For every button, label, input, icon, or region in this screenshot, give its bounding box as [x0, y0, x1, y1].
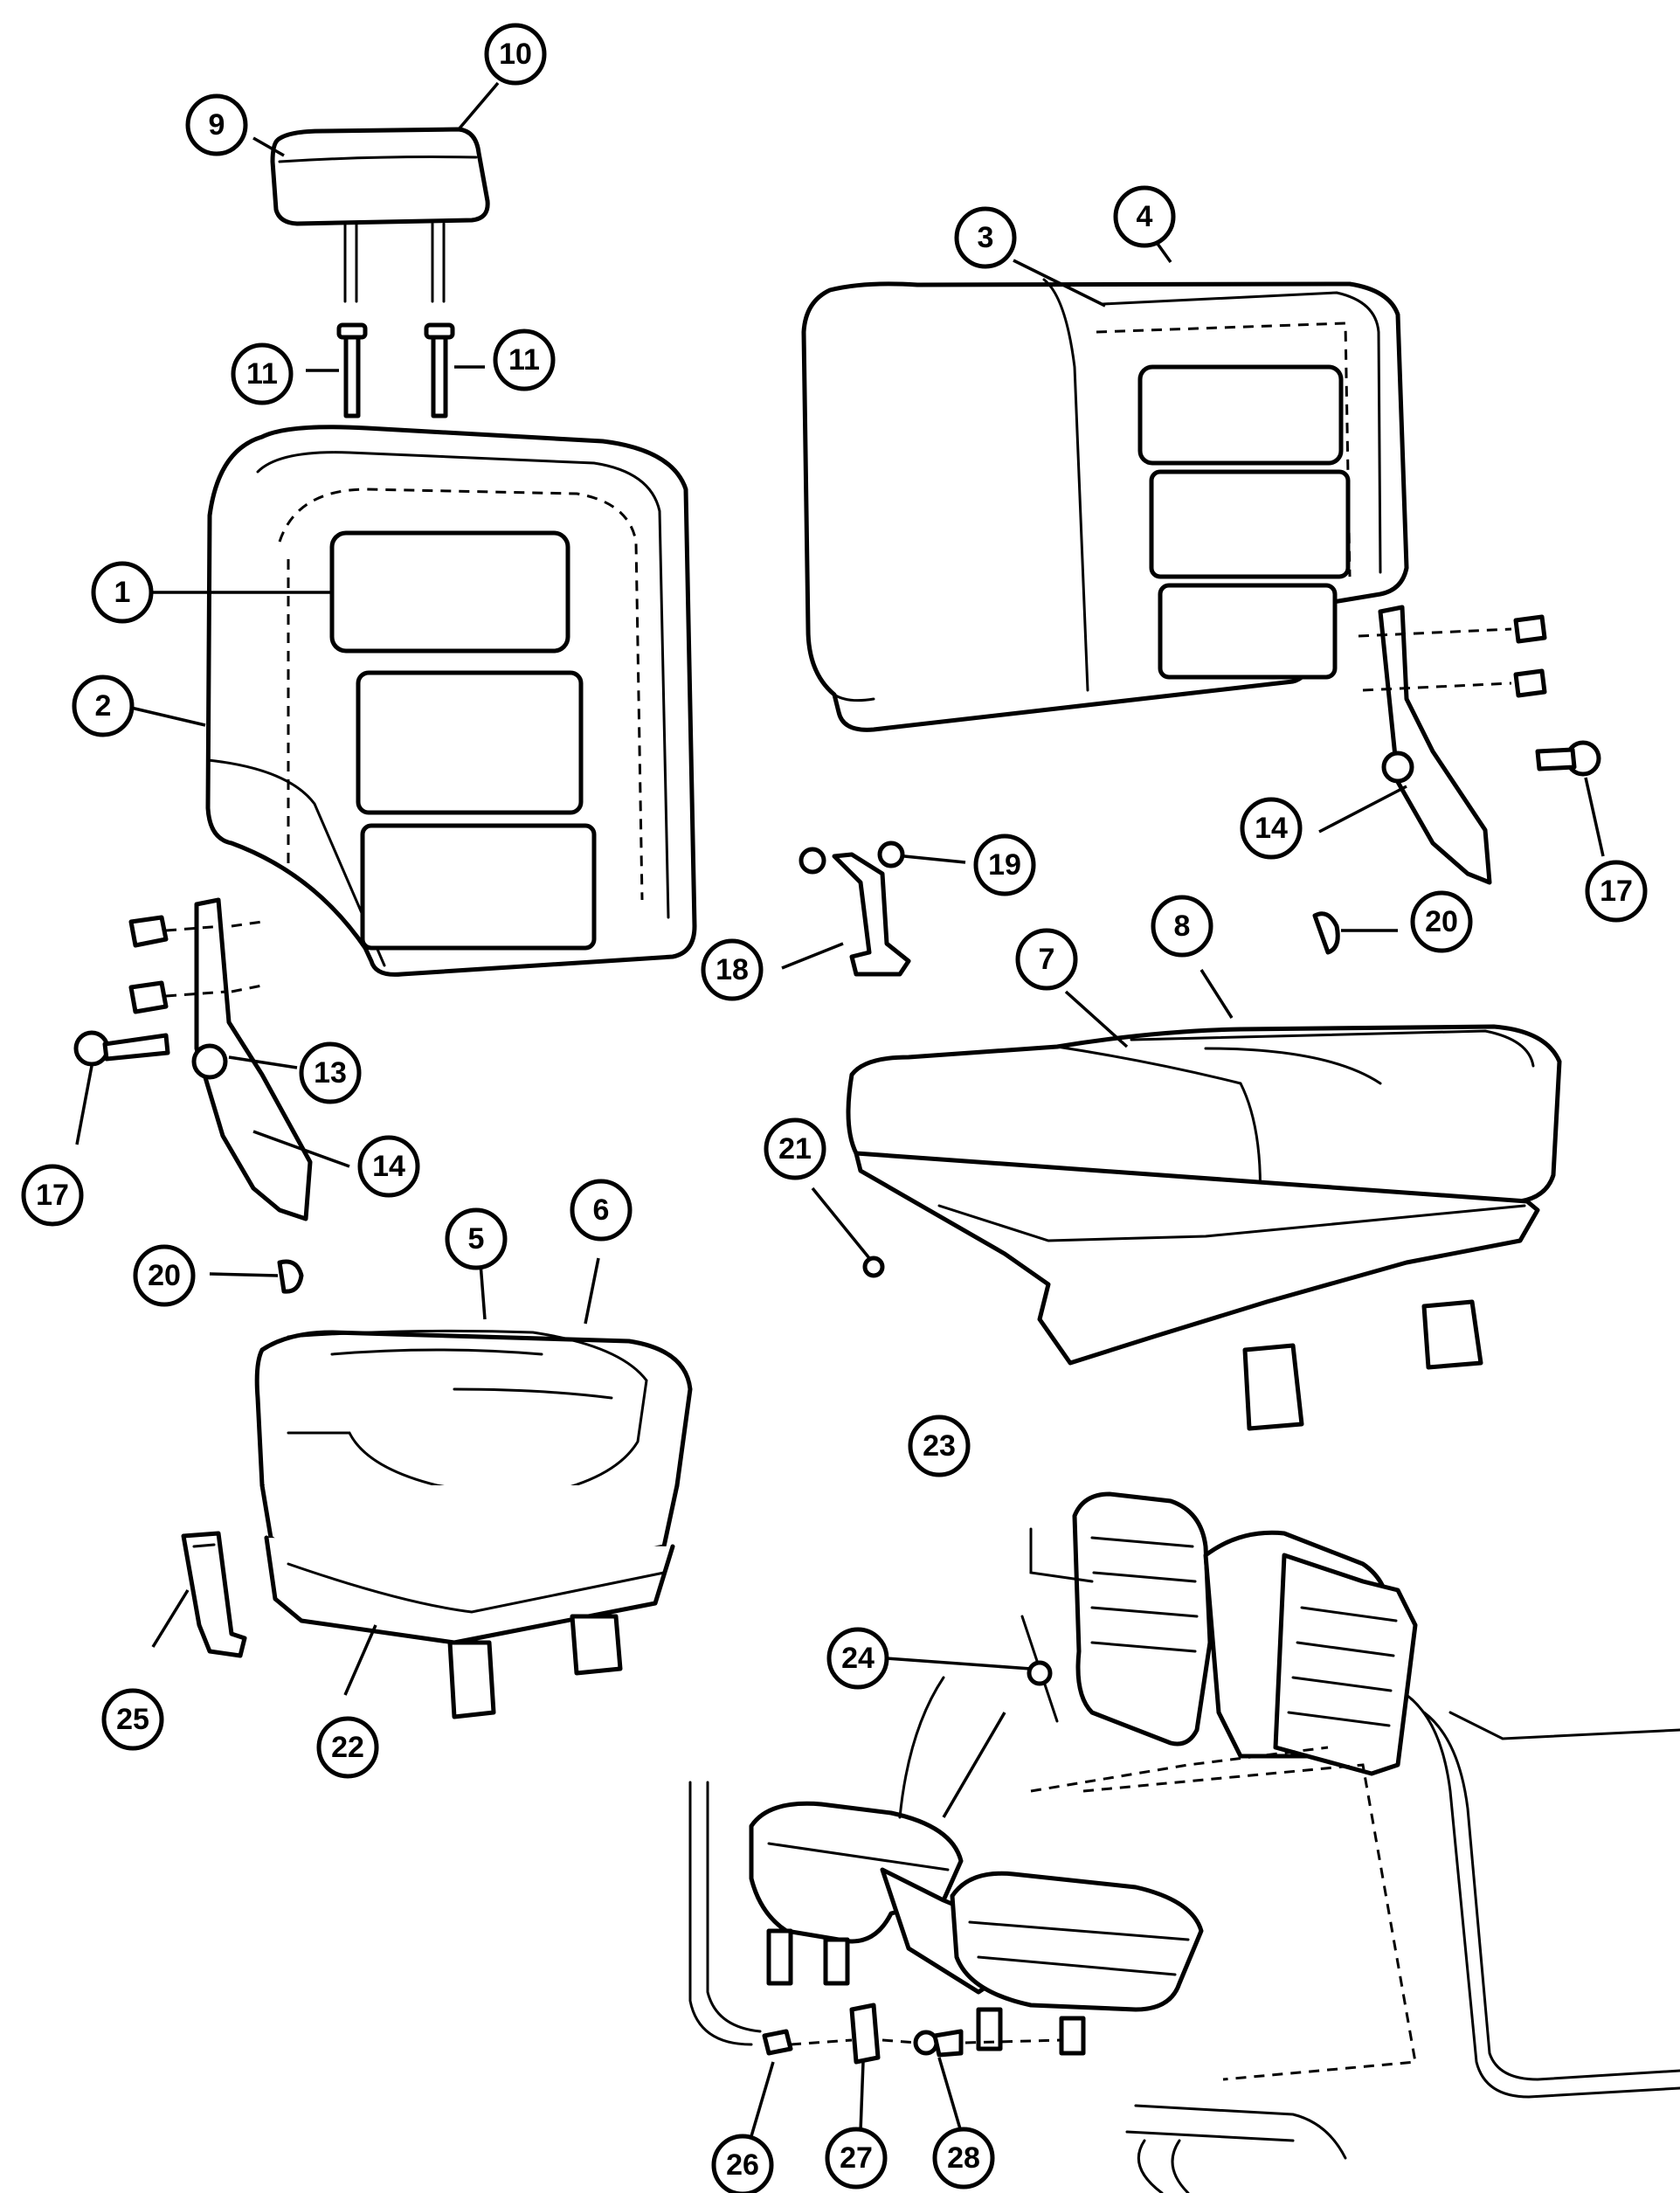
callout-label: 5: [468, 1222, 485, 1256]
rear-seat-cushion: [846, 1024, 1562, 1431]
headrest-guides: [336, 322, 455, 419]
callout-11-left: 11: [231, 342, 294, 405]
callout-label: 14: [372, 1150, 405, 1183]
callout-26: 26: [711, 2134, 774, 2193]
callout-17-right: 17: [1585, 860, 1648, 923]
callout-28: 28: [932, 2127, 995, 2190]
callout-24: 24: [826, 1627, 889, 1690]
callout-label: 4: [1137, 200, 1153, 233]
callout-21: 21: [764, 1117, 826, 1180]
callout-10: 10: [484, 23, 547, 86]
van-interior: [688, 1491, 1680, 2193]
callout-19: 19: [973, 834, 1036, 896]
callout-label: 11: [508, 343, 540, 377]
callout-27: 27: [825, 2127, 888, 2190]
screw-left: [73, 1030, 170, 1067]
callout-7: 7: [1015, 928, 1078, 991]
callout-label: 25: [116, 1703, 149, 1736]
rear-recliner-hinge: [1358, 605, 1547, 885]
callout-6: 6: [570, 1179, 633, 1242]
callout-label: 20: [148, 1259, 181, 1292]
hook-left: [277, 1259, 304, 1294]
callout-label: 10: [499, 38, 532, 71]
callout-14-left: 14: [357, 1135, 420, 1198]
callout-label: 18: [716, 953, 749, 986]
callout-label: 14: [1255, 812, 1288, 845]
callout-label: 9: [209, 108, 225, 142]
leader-lines: [75, 81, 1605, 2137]
callout-label: 17: [36, 1179, 69, 1212]
callout-23: 23: [908, 1415, 971, 1477]
callout-label: 24: [841, 1642, 875, 1675]
callout-22: 22: [316, 1716, 379, 1779]
callout-9: 9: [185, 93, 248, 156]
callout-8: 8: [1151, 895, 1213, 958]
callout-label: 8: [1174, 910, 1191, 943]
callout-3: 3: [954, 206, 1017, 269]
cushion-latch: [181, 1531, 247, 1658]
callout-20-right: 20: [1410, 890, 1473, 953]
callout-label: 20: [1425, 905, 1458, 938]
callout-label: 17: [1600, 875, 1633, 908]
bracket: [799, 841, 911, 977]
callout-5: 5: [445, 1207, 508, 1270]
callout-label: 19: [988, 848, 1021, 882]
screw-right: [1535, 740, 1601, 777]
callout-18: 18: [701, 938, 764, 1001]
front-recliner-hinge: [128, 897, 313, 1221]
callout-label: 7: [1039, 943, 1055, 976]
callout-label: 3: [978, 221, 994, 254]
front-seat-back: [205, 425, 697, 977]
callout-11-right: 11: [493, 329, 556, 391]
fasteners: [762, 2003, 1062, 2065]
callout-1: 1: [91, 561, 154, 624]
callout-label: 27: [840, 2141, 873, 2175]
callout-label: 26: [726, 2148, 759, 2182]
headrest: [270, 127, 490, 303]
callout-label: 13: [314, 1056, 347, 1090]
callout-label: 2: [95, 689, 112, 723]
callout-label: 11: [246, 357, 278, 391]
callout-25: 25: [101, 1688, 164, 1751]
callout-label: 28: [947, 2141, 980, 2175]
callout-17-left: 17: [21, 1164, 84, 1227]
hook-right: [1312, 911, 1340, 955]
callout-14-right: 14: [1240, 797, 1303, 860]
callout-4: 4: [1113, 185, 1176, 248]
callout-label: 22: [331, 1731, 364, 1764]
front-seat-cushion: [254, 1329, 693, 1719]
callout-2: 2: [72, 675, 135, 737]
rear-seat-back: [801, 278, 1409, 732]
callout-label: 23: [923, 1429, 956, 1463]
callout-label: 6: [593, 1193, 610, 1227]
callout-label: 1: [114, 576, 131, 609]
callout-20-left: 20: [133, 1244, 196, 1307]
callout-13: 13: [299, 1041, 362, 1104]
callout-label: 21: [778, 1132, 812, 1166]
